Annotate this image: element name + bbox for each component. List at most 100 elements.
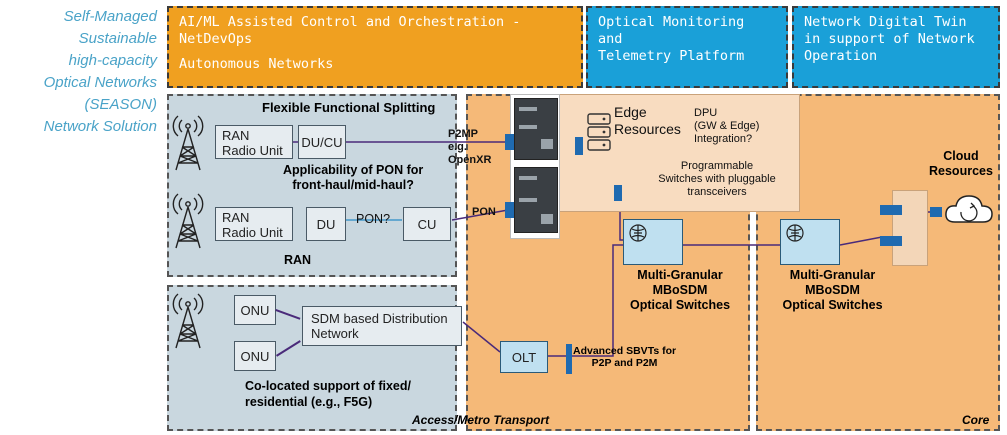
digital-twin-banner: Network Digital Twin in support of Netwo…: [792, 6, 1000, 88]
cloud-line: Resources: [929, 164, 993, 178]
port-marker: [566, 344, 572, 374]
metro-switch-label: Multi-Granular MBoSDM Optical Switches: [610, 268, 750, 313]
title-line: Optical Networks: [43, 74, 157, 91]
pon-label: PON: [472, 206, 496, 218]
du-box: DU: [306, 207, 346, 241]
sbvt-line: P2P and P2M: [591, 357, 658, 369]
onu-box-2: ONU: [234, 341, 276, 371]
banner-line: Optical Monitoring and: [598, 14, 745, 47]
edge-line: Edge: [614, 104, 647, 120]
access-metro-transport-label: Access/Metro Transport: [412, 413, 550, 427]
banner-line: in support of Network: [804, 31, 975, 47]
programmable-switches-label: Programmable Switches with pluggable tra…: [632, 160, 802, 199]
port-marker: [505, 202, 514, 218]
port-marker: [614, 185, 622, 201]
port-marker: [880, 236, 902, 246]
onu-box-1: ONU: [234, 295, 276, 325]
colocated-line: Co-located support of fixed/: [245, 379, 411, 393]
flexible-splitting-title: Flexible Functional Splitting: [262, 100, 436, 115]
ru-line: Radio Unit: [222, 143, 283, 158]
sbvt-label: Advanced SBVTs for P2P and P2M: [573, 345, 676, 369]
cu-label: CU: [417, 216, 437, 232]
ru-line: RAN: [222, 210, 250, 225]
sbvt-line: Advanced SBVTs for: [573, 345, 677, 357]
dpu-line: (GW & Edge): [694, 120, 760, 132]
banner-line: Operation: [804, 48, 878, 64]
onu-label: ONU: [240, 348, 270, 364]
ru-line: Radio Unit: [222, 225, 283, 240]
ran-label: RAN: [284, 253, 312, 267]
switch-line: MBoSDM: [805, 283, 860, 297]
autonomous-networks-label: Autonomous Networks: [179, 56, 334, 72]
cloud-icon: [945, 195, 993, 223]
switch-line: Multi-Granular: [789, 268, 876, 282]
edge-resources-label: Edge Resources: [614, 104, 681, 138]
banner-line: Telemetry Platform: [598, 48, 745, 64]
programmable-switch-device: [514, 167, 558, 233]
cloud-resources-label: Cloud Resources: [929, 149, 993, 179]
ran-radio-unit-1: RAN Radio Unit: [215, 125, 293, 159]
title-line: (SEASON): [84, 96, 157, 113]
prog-line: transceivers: [687, 186, 747, 198]
colocated-line: residential (e.g., F5G): [245, 395, 373, 409]
programmable-switch-device: [514, 98, 558, 160]
metro-optical-switch: [623, 219, 683, 265]
cloud-line: Cloud: [943, 149, 979, 163]
title-line: Self-Managed: [63, 8, 157, 25]
title-line: high-capacity: [68, 52, 157, 69]
du-cu-box: DU/CU: [298, 125, 346, 159]
server-icon: [587, 113, 611, 151]
prog-line: Switches with pluggable: [658, 173, 776, 185]
antenna-tower-icon: [172, 115, 204, 171]
ai-ml-banner: AI/ML Assisted Control and Orchestration…: [167, 6, 583, 88]
switch-line: Multi-Granular: [637, 268, 723, 282]
cloud-gateway-panel: [892, 190, 928, 266]
banner-line: NetDevOps: [179, 31, 253, 47]
brain-icon: [629, 224, 647, 242]
olt-box: OLT: [500, 341, 548, 373]
ran-panel: [167, 94, 457, 277]
dpu-integration-label: DPU (GW & Edge) Integration?: [694, 107, 759, 146]
pon-applicability-question: Applicability of PON for front-haul/mid-…: [283, 163, 423, 193]
olt-label: OLT: [511, 349, 537, 365]
ran-radio-unit-2: RAN Radio Unit: [215, 207, 293, 241]
sdm-line: Network: [311, 326, 359, 341]
title-line: Sustainable: [78, 30, 157, 47]
switch-line: Optical Switches: [782, 298, 883, 312]
p2mp-label: P2MP e.g. OpenXR: [448, 128, 491, 167]
banner-line: Network Digital Twin: [804, 14, 967, 30]
edge-device-rack: [510, 94, 560, 239]
title-line: Network Solution: [43, 118, 157, 135]
p2mp-line: e.g.: [448, 141, 467, 153]
switch-line: Optical Switches: [629, 298, 731, 312]
p2mp-line: OpenXR: [448, 154, 492, 166]
edge-line: Resources: [614, 121, 681, 137]
port-marker: [880, 205, 902, 215]
onu-label: ONU: [240, 302, 270, 318]
brain-icon: [786, 224, 804, 242]
port-marker: [575, 137, 583, 155]
antenna-tower-icon: [172, 293, 204, 349]
sdm-line: SDM based Distribution: [311, 311, 448, 326]
antenna-tower-icon: [172, 193, 204, 249]
question-line: Applicability of PON for: [283, 163, 424, 177]
banner-line: AI/ML Assisted Control and Orchestration…: [179, 14, 521, 30]
sdm-distribution-network-box: SDM based Distribution Network: [302, 306, 462, 346]
prog-line: Programmable: [680, 160, 754, 172]
du-cu-label: DU/CU: [301, 134, 343, 150]
ru-line: RAN: [222, 128, 250, 143]
core-switch-label: Multi-Granular MBoSDM Optical Switches: [765, 268, 900, 313]
pon-question-label: PON?: [356, 212, 391, 226]
dpu-line: Integration?: [694, 133, 753, 145]
core-optical-switch: [780, 219, 840, 265]
monitoring-banner: Optical Monitoring and Telemetry Platfor…: [586, 6, 788, 88]
du-label: DU: [316, 216, 336, 232]
core-label: Core: [962, 413, 990, 427]
switch-line: MBoSDM: [652, 283, 708, 297]
colocated-support-label: Co-located support of fixed/ residential…: [245, 378, 411, 410]
dpu-line: DPU: [694, 107, 718, 119]
p2mp-line: P2MP: [448, 128, 478, 140]
solution-title: Self-Managed Sustainable high-capacity O…: [0, 6, 157, 138]
cu-box: CU: [403, 207, 451, 241]
port-marker: [505, 134, 514, 150]
